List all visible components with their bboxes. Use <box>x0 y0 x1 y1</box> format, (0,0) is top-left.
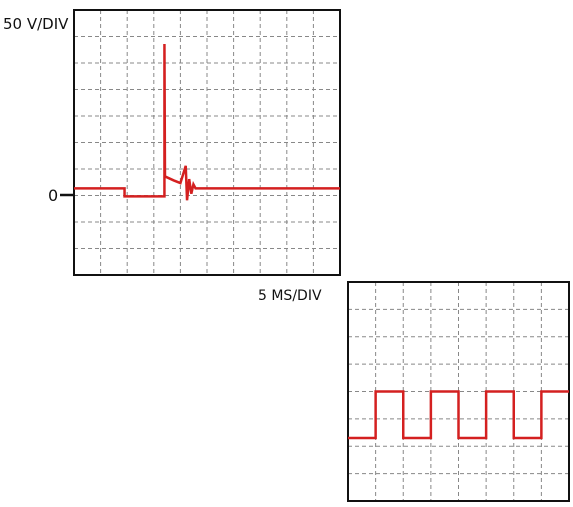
zero-reference-label: 0 <box>48 186 58 205</box>
top-scope-grid <box>74 10 340 275</box>
bottom-scope: 5 MS/DIV <box>258 281 570 502</box>
top-scope: 50 V/DIV 0 <box>3 9 341 276</box>
bottom-scope-grid <box>348 282 569 501</box>
top-scope-frame <box>73 9 341 276</box>
top-scope-scale-label: 50 V/DIV <box>3 15 69 33</box>
top-scope-trace <box>74 43 340 201</box>
bottom-scope-trace <box>348 390 569 440</box>
bottom-scope-scale-label: 5 MS/DIV <box>258 288 322 304</box>
